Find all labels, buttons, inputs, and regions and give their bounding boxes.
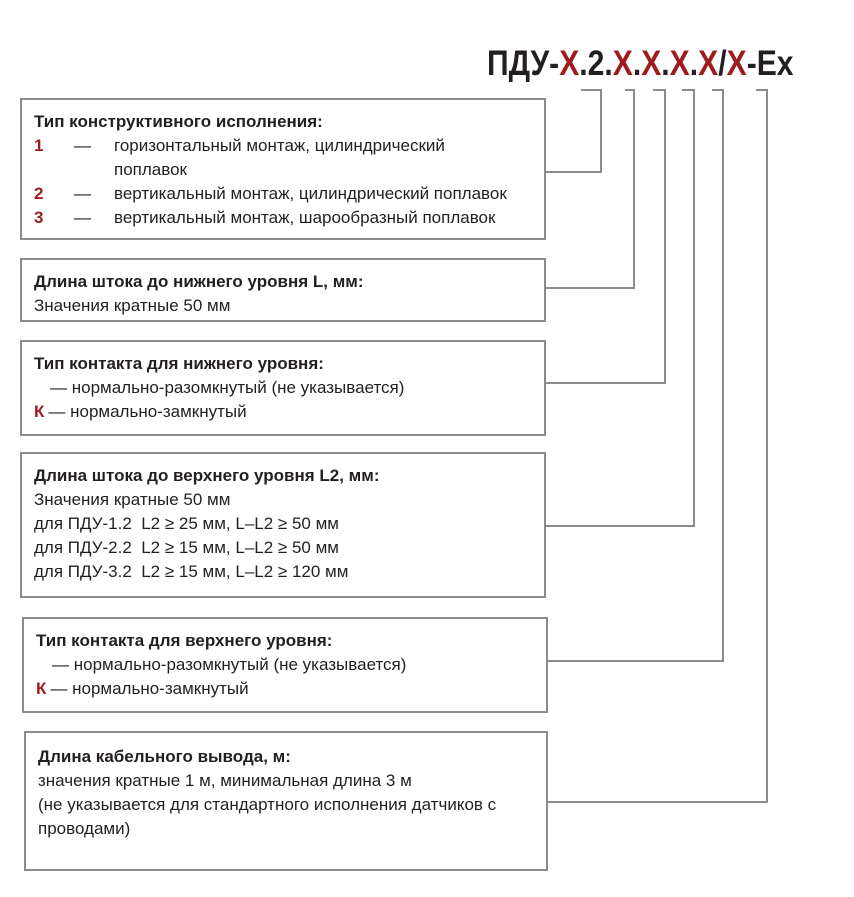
upper-contact-nc-row: К — нормально-замкнутый xyxy=(36,677,534,701)
option-text: горизонтальный монтаж, цилиндрический по… xyxy=(114,136,445,179)
upper-contact-nc: — нормально-замкнутый xyxy=(50,679,249,698)
code-placeholder: X xyxy=(612,44,633,83)
option-row: 3 — вертикальный монтаж, шарообразный по… xyxy=(34,206,532,230)
cable-length-note: (не указывается для стандартного исполне… xyxy=(38,795,497,838)
cable-length-box: Длина кабельного вывода, м: значения кра… xyxy=(24,731,548,871)
upper-length-box: Длина штока до верхнего уровня L2, мм: З… xyxy=(20,452,546,598)
lower-contact-no: — нормально-разомкнутый (не указывается) xyxy=(50,378,405,397)
code-placeholder: X xyxy=(641,44,662,83)
upper-contact-box: Тип контакта для верхнего уровня: — норм… xyxy=(22,617,548,713)
lower-contact-k: К xyxy=(34,402,45,421)
code-suffix: -Ex xyxy=(746,44,794,83)
upper-length-text: Значения кратные 50 мм xyxy=(34,490,231,509)
lower-length-text: Значения кратные 50 мм xyxy=(34,296,231,315)
upper-length-rule-1: для ПДУ-1.2 L2 ≥ 25 мм, L–L2 ≥ 50 мм xyxy=(34,514,339,533)
upper-contact-no: — нормально-разомкнутый (не указывается) xyxy=(52,655,407,674)
upper-contact-k: К xyxy=(36,679,47,698)
upper-contact-title: Тип контакта для верхнего уровня: xyxy=(36,631,333,650)
option-dash: — xyxy=(74,136,91,155)
code-separator: .2. xyxy=(579,44,613,83)
upper-length-rule-2: для ПДУ-2.2 L2 ≥ 15 мм, L–L2 ≥ 50 мм xyxy=(34,538,339,557)
lower-contact-title: Тип контакта для нижнего уровня: xyxy=(34,354,324,373)
code-placeholder: X xyxy=(669,44,690,83)
code-parts: X.2.X.X.X.X/X xyxy=(559,44,746,83)
lower-contact-nc-row: К — нормально-замкнутый xyxy=(34,400,532,424)
code-placeholder: X xyxy=(698,44,719,83)
option-text: вертикальный монтаж, шарообразный поплав… xyxy=(114,208,496,227)
lower-contact-box: Тип контакта для нижнего уровня: — норма… xyxy=(20,340,546,436)
code-separator: . xyxy=(632,44,642,83)
connector-lower-length xyxy=(546,89,635,289)
construction-type-title: Тип конструктивного исполнения: xyxy=(34,112,323,131)
code-placeholder: X xyxy=(559,44,580,83)
lower-length-title: Длина штока до нижнего уровня L, мм: xyxy=(34,272,364,291)
lower-length-box: Длина штока до нижнего уровня L, мм: Зна… xyxy=(20,258,546,322)
option-number: 2 xyxy=(34,184,44,203)
code-separator: . xyxy=(661,44,670,83)
option-row: 2 — вертикальный монтаж, цилиндрический … xyxy=(34,182,532,206)
connector-lower-contact xyxy=(546,89,666,384)
connector-upper-contact xyxy=(548,89,724,662)
construction-type-box: Тип конструктивного исполнения: 1 — гори… xyxy=(20,98,546,240)
option-dash: — xyxy=(74,208,91,227)
upper-length-title: Длина штока до верхнего уровня L2, мм: xyxy=(34,466,380,485)
option-number: 1 xyxy=(34,136,44,155)
product-code: ПДУ-X.2.X.X.X.X/X-Ex xyxy=(487,42,794,86)
code-placeholder: X xyxy=(726,44,747,83)
option-text: вертикальный монтаж, цилиндрический попл… xyxy=(114,184,507,203)
code-prefix: ПДУ- xyxy=(487,44,560,83)
option-row: 1 — горизонтальный монтаж, цилиндрически… xyxy=(34,134,532,182)
cable-length-text: значения кратные 1 м, минимальная длина … xyxy=(38,771,412,790)
option-number: 3 xyxy=(34,208,44,227)
code-separator: . xyxy=(689,44,699,83)
connector-construction xyxy=(546,89,602,173)
connector-upper-length xyxy=(546,89,695,527)
lower-contact-nc: — нормально-замкнутый xyxy=(48,402,247,421)
upper-length-rule-3: для ПДУ-3.2 L2 ≥ 15 мм, L–L2 ≥ 120 мм xyxy=(34,562,349,581)
cable-length-title: Длина кабельного вывода, м: xyxy=(38,747,291,766)
option-dash: — xyxy=(74,184,91,203)
connector-cable xyxy=(548,89,768,803)
code-separator: / xyxy=(718,44,727,83)
